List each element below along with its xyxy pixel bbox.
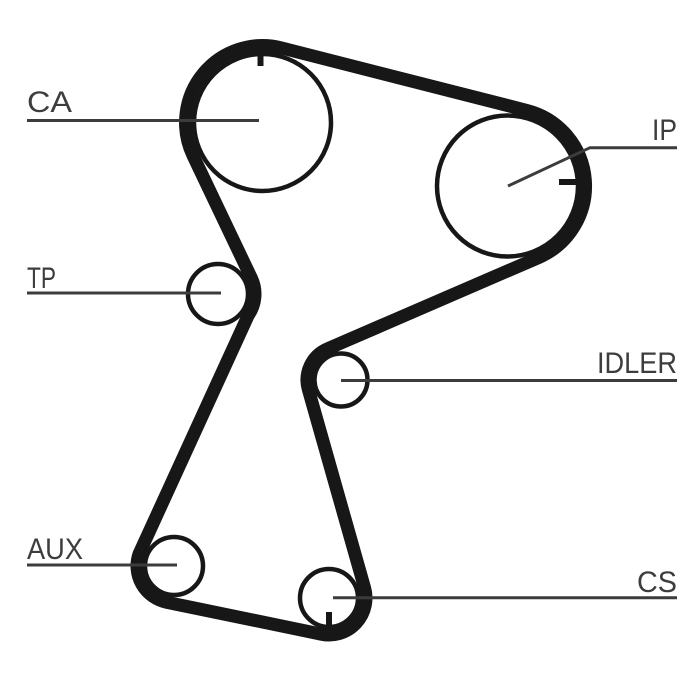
leader-line-ip	[507, 146, 677, 188]
pulley-ip	[434, 113, 581, 259]
pulley-label-aux: AUX	[27, 533, 83, 566]
belt-path	[130, 39, 593, 642]
pulley-label-cs: CS	[637, 566, 677, 599]
pulley-label-idler: IDLER	[597, 347, 677, 380]
pulley-ca	[191, 51, 334, 194]
pulley-label-tp: TP	[27, 262, 56, 295]
pulley-label-ca: CA	[27, 86, 72, 119]
pulley-label-ip: IP	[652, 114, 677, 147]
